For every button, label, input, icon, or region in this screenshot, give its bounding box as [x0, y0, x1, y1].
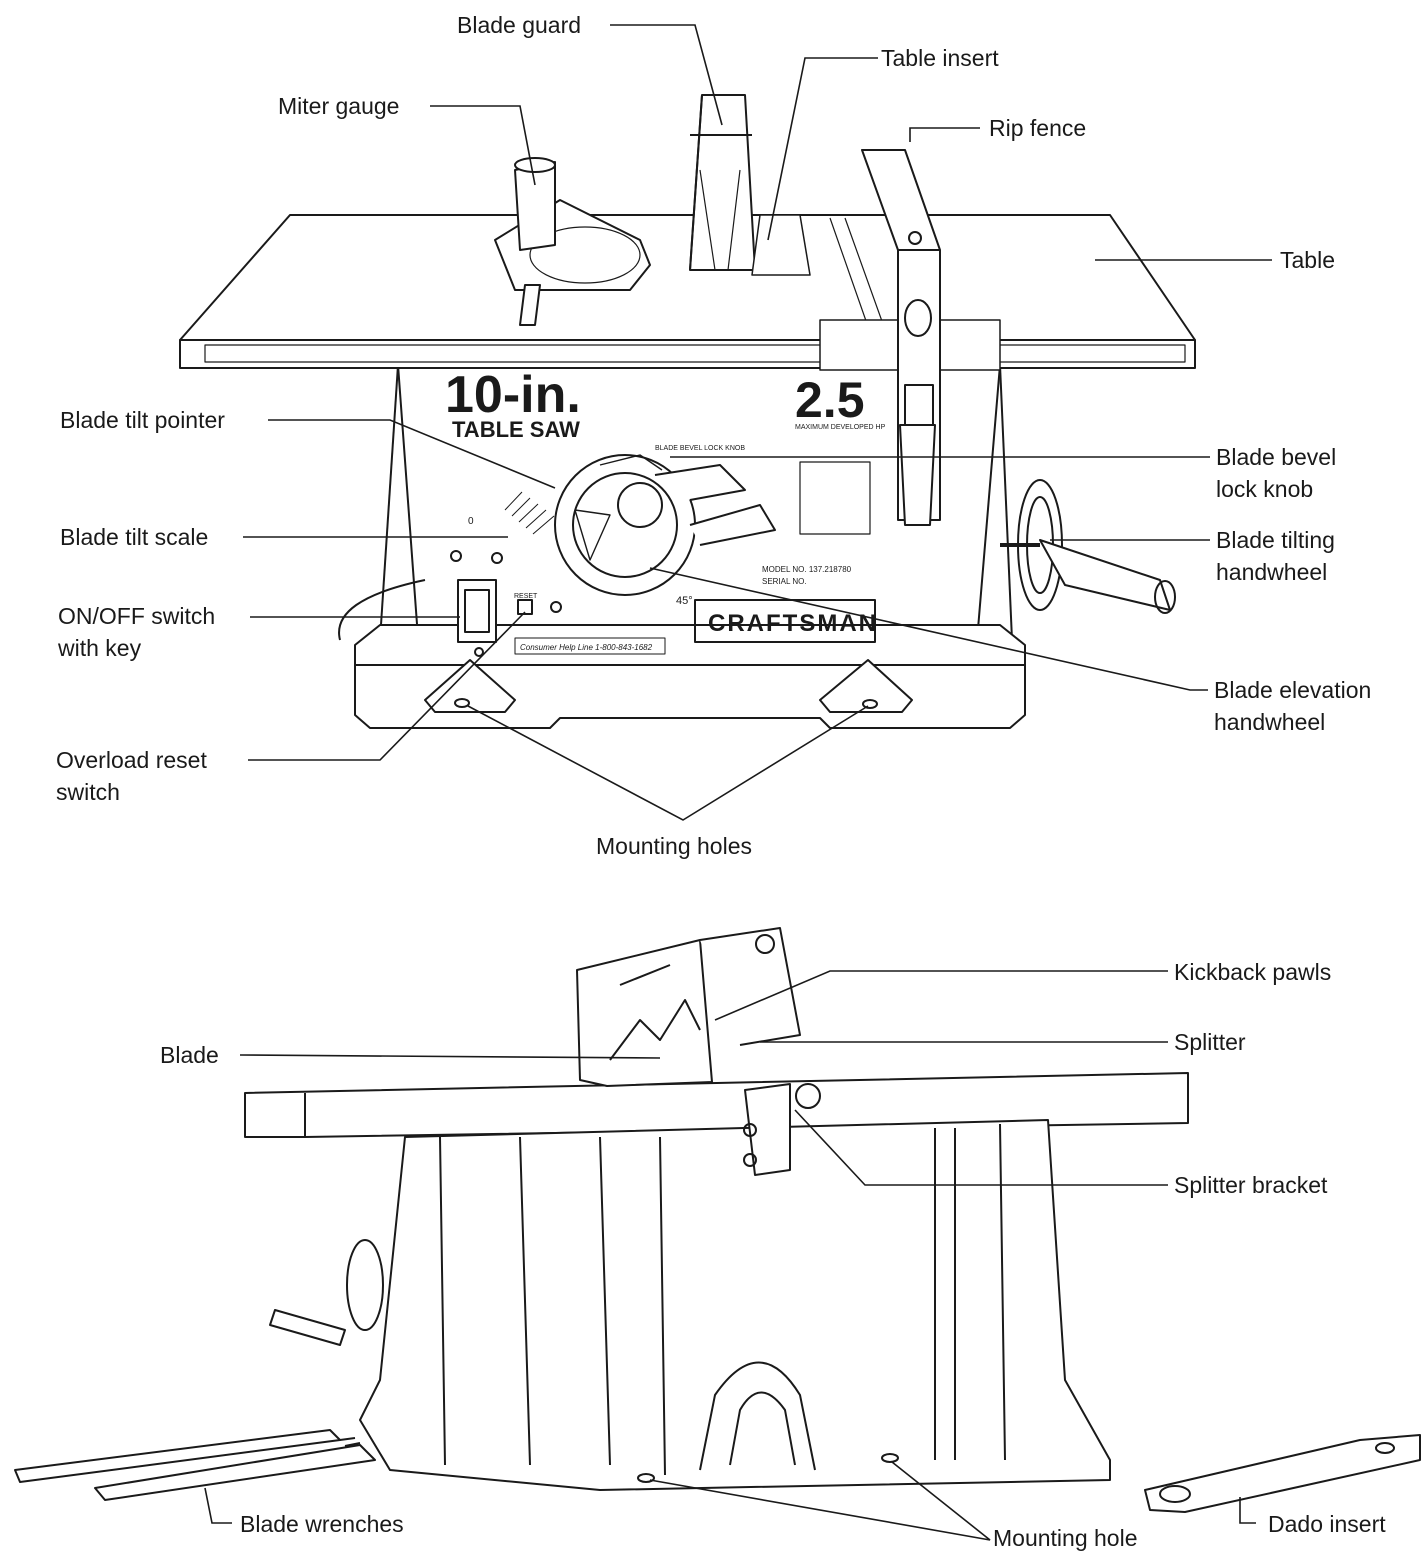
label-table: Table	[1280, 247, 1335, 273]
label-dado-insert: Dado insert	[1268, 1511, 1386, 1537]
label-blade-tilting-line1: Blade tilting	[1216, 527, 1335, 553]
label-miter-gauge: Miter gauge	[278, 93, 400, 119]
label-blade-elevation-line1: Blade elevation	[1214, 677, 1372, 703]
label-mounting-holes: Mounting holes	[596, 833, 752, 859]
leader-rip-fence	[909, 127, 980, 142]
leader-overload-reset	[248, 611, 526, 761]
label-on-off-line2: with key	[58, 635, 142, 661]
label-blade-tilting-handwheel: Blade tilting handwheel	[1216, 524, 1335, 588]
label-mounting-hole: Mounting hole	[993, 1525, 1138, 1551]
dado-insert-shape	[1144, 1434, 1421, 1513]
label-blade-bevel-line2: lock knob	[1216, 476, 1314, 502]
label-overload-line1: Overload reset	[56, 747, 207, 773]
label-blade-elevation-handwheel: Blade elevation handwheel	[1214, 674, 1371, 738]
label-blade: Blade	[160, 1042, 219, 1068]
label-blade-bevel-lock-knob: Blade bevel lock knob	[1216, 441, 1336, 505]
label-overload-reset-switch: Overload reset switch	[56, 744, 207, 808]
leader-blade-guard	[610, 24, 723, 126]
leader-blade-wrenches	[204, 1487, 232, 1524]
reset-marking: RESET	[514, 593, 538, 600]
label-blade-bevel-line1: Blade bevel	[1216, 444, 1337, 470]
leader-blade-tilt-pointer	[268, 419, 556, 489]
label-splitter-bracket: Splitter bracket	[1174, 1172, 1328, 1198]
blade-tilt-scale-marks	[504, 491, 555, 535]
label-on-off-line1: ON/OFF switch	[58, 603, 216, 629]
label-blade-tilt-pointer: Blade tilt pointer	[60, 407, 225, 433]
rear-mounting-hole-left	[637, 1473, 655, 1483]
brand-marking: CRAFTSMAN	[708, 610, 878, 637]
leader-splitter-bracket	[794, 1109, 1168, 1186]
saw-table	[179, 214, 1196, 341]
label-blade-elevation-line2: handwheel	[1214, 709, 1326, 735]
label-blade-tilt-scale: Blade tilt scale	[60, 524, 209, 550]
serial-marking: SERIAL NO.	[762, 577, 807, 586]
rear-blade-guard	[576, 939, 713, 1087]
leader-table-insert	[767, 57, 878, 241]
leader-miter-gauge	[430, 105, 536, 186]
mounting-hole-right	[862, 699, 878, 709]
saw-hp-caption: MAXIMUM DEVELOPED HP	[795, 424, 886, 431]
saw-size-marking: 10-in.	[445, 366, 581, 424]
label-table-insert: Table insert	[881, 45, 999, 71]
label-rip-fence: Rip fence	[989, 115, 1087, 141]
splitter-bracket-shape	[744, 1083, 791, 1176]
leader-blade	[239, 1054, 661, 1059]
brand-plate	[694, 599, 876, 643]
label-kickback-pawls: Kickback pawls	[1174, 959, 1332, 985]
rear-mounting-hole-right	[881, 1453, 899, 1463]
leader-blade-elevation-handwheel	[649, 567, 1208, 691]
label-blade-wrenches: Blade wrenches	[240, 1511, 404, 1537]
leader-dado-insert	[1239, 1497, 1256, 1524]
saw-type-marking: TABLE SAW	[452, 417, 580, 442]
saw-hp-marking: 2.5	[795, 372, 865, 428]
scale-45-marking: 45°	[676, 595, 693, 607]
leader-mounting-holes	[467, 705, 869, 821]
scale-zero-marking: 0	[468, 516, 474, 527]
label-blade-tilting-line2: handwheel	[1216, 559, 1328, 585]
table-insert-shape	[751, 214, 811, 276]
knob-marking: BLADE BEVEL LOCK KNOB	[655, 445, 745, 452]
label-on-off-switch: ON/OFF switch with key	[58, 600, 215, 664]
leader-mounting-hole	[649, 1461, 991, 1541]
model-marking: MODEL NO. 137.218780	[762, 565, 852, 574]
rear-cabinet	[359, 1119, 1111, 1491]
label-overload-line2: switch	[56, 779, 120, 805]
leader-kickback-pawls	[714, 970, 1168, 1021]
helpline-marking: Consumer Help Line 1-800-843-1682	[520, 643, 653, 652]
mounting-hole-left	[454, 698, 470, 708]
table-front-edge	[179, 339, 1196, 369]
label-blade-guard: Blade guard	[457, 12, 582, 38]
label-splitter: Splitter	[1174, 1029, 1246, 1055]
